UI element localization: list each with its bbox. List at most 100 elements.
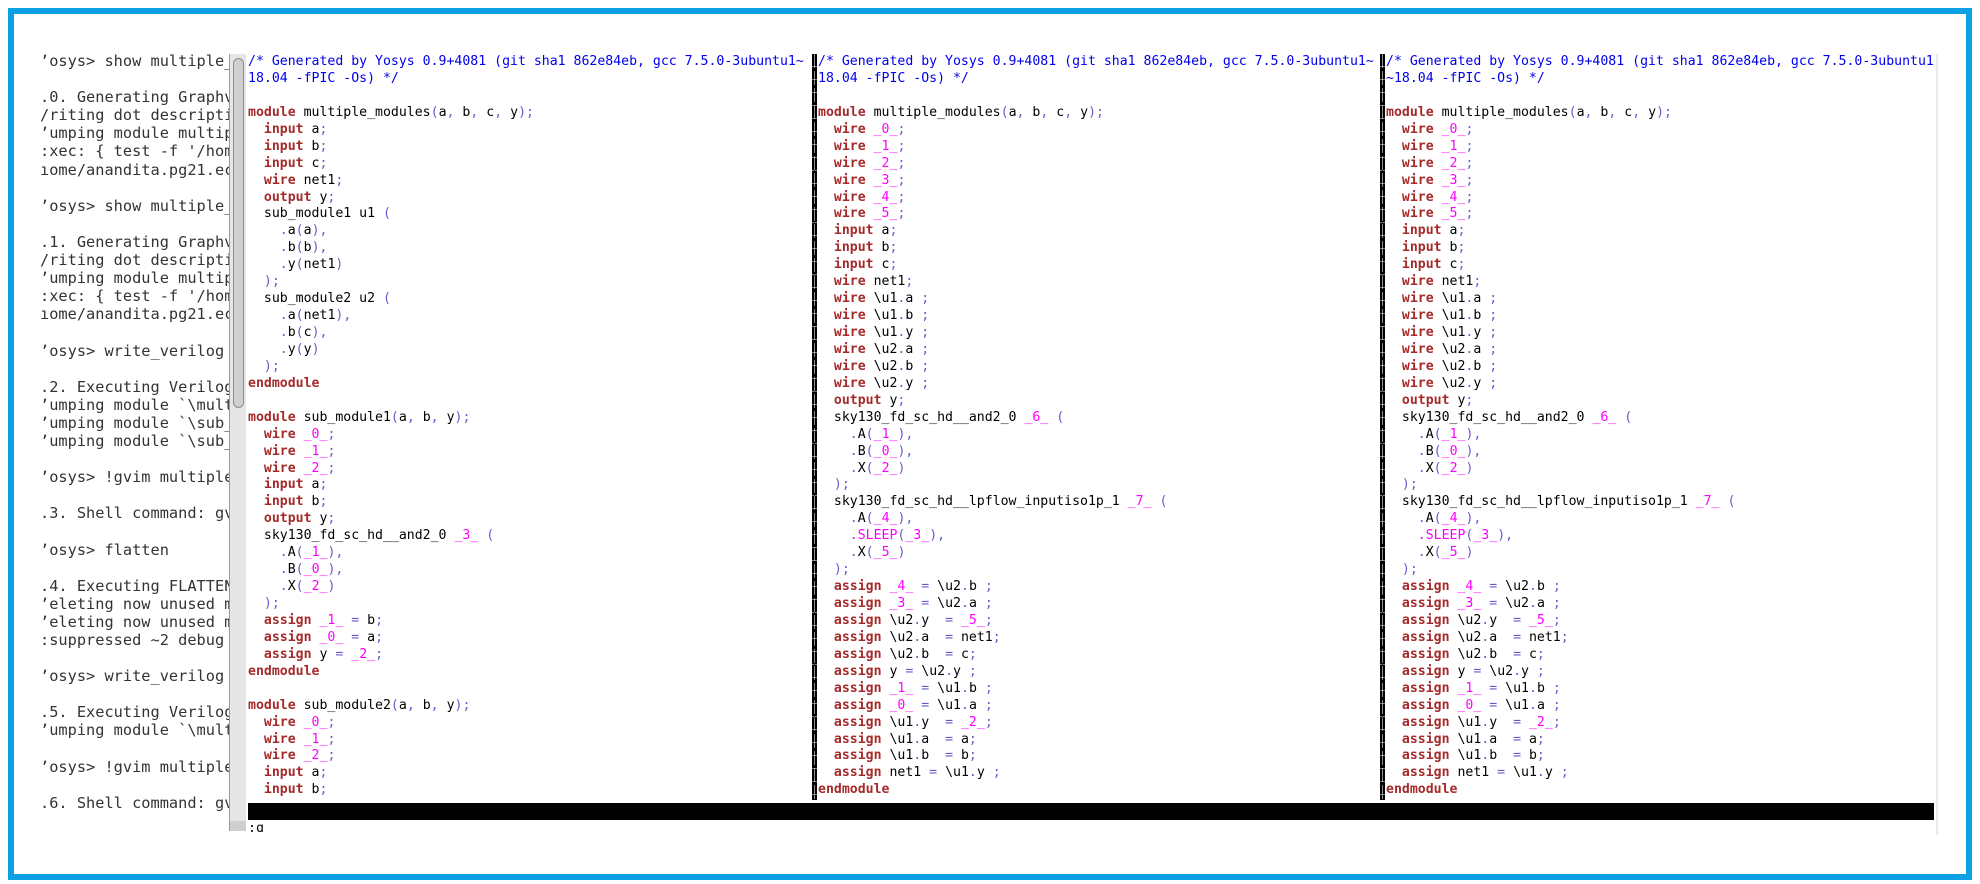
code-text: y: [311, 511, 328, 527]
code-line: .A(_4_),: [818, 511, 1380, 528]
code-text: [1386, 173, 1402, 188]
editor-pane-hier[interactable]: /* Generated by Yosys 0.9+4081 (git sha1…: [248, 54, 812, 800]
punctuation: =: [351, 612, 360, 628]
punctuation: ;: [319, 138, 328, 154]
code-text: [1434, 122, 1442, 137]
punctuation: .: [1481, 612, 1490, 628]
code-line: .X(_5_): [818, 545, 1380, 562]
code-line: assign \u1.b = b;: [1386, 748, 1934, 765]
terminal-line: [40, 323, 240, 341]
code-text: [1386, 732, 1402, 747]
code-text: sub_module2 u2: [248, 291, 383, 307]
code-text: [1386, 477, 1402, 492]
punctuation: =: [921, 579, 930, 595]
code-line: input a;: [1386, 223, 1934, 240]
identifier: _1_: [303, 545, 328, 561]
statusline-pane-flat[interactable]: multiple_modules_flat.v 1,1 All: [814, 803, 1382, 820]
identifier: _3_: [454, 528, 479, 544]
code-text: [248, 765, 264, 780]
terminal-scrollbar-thumb[interactable]: [233, 58, 244, 408]
punctuation: .: [897, 375, 906, 391]
code-text: [953, 715, 961, 730]
punctuation: .: [945, 663, 954, 679]
keyword: endmodule: [818, 782, 890, 798]
punctuation: ;: [1457, 240, 1466, 256]
code-text: [248, 579, 280, 594]
punctuation: =: [1513, 629, 1522, 645]
punctuation: =: [929, 765, 938, 781]
identifier: _2_: [303, 748, 328, 764]
punctuation: ;: [327, 189, 336, 205]
identifier: _1_: [303, 443, 328, 459]
editor-pane-flat-2[interactable]: /* Generated by Yosys 0.9+4081 (git sha1…: [1386, 54, 1934, 800]
terminal-line: ıome/anandita.pg21.ec: [40, 160, 234, 179]
code-text: [248, 647, 264, 662]
code-line: input c;: [818, 257, 1380, 274]
keyword: input: [263, 782, 304, 798]
code-text: [1386, 545, 1418, 560]
code-text: [818, 325, 834, 340]
terminal-line: :xec: { test -f '/hom: [40, 142, 234, 161]
code-text: [818, 376, 834, 391]
keyword: input: [1401, 240, 1442, 256]
code-text: [1386, 596, 1402, 611]
vertical-split-separator[interactable]: [1380, 54, 1385, 800]
editor-pane-flat[interactable]: /* Generated by Yosys 0.9+4081 (git sha1…: [818, 54, 1380, 800]
code-text: [1386, 291, 1402, 306]
code-text: [1386, 342, 1402, 357]
punctuation: (: [1433, 460, 1442, 476]
punctuation: .: [1465, 325, 1474, 340]
code-text: sky130_fd_sc_hd__lpflow_inputiso1p_1: [1386, 494, 1696, 510]
keyword: wire: [263, 731, 296, 747]
vim-command-line[interactable]: :q: [248, 821, 264, 832]
punctuation: (: [390, 409, 399, 425]
code-text: a: [905, 341, 922, 357]
punctuation: =: [1513, 612, 1522, 628]
keyword: assign: [1401, 612, 1450, 628]
code-text: [818, 630, 834, 645]
terminal-line: [40, 812, 240, 830]
identifier: _5_: [1441, 545, 1466, 561]
identifier: _7_: [1127, 494, 1152, 510]
code-line: .a(a),: [248, 223, 812, 240]
code-text: c: [1441, 257, 1458, 273]
code-text: [248, 715, 264, 730]
code-text: b: [287, 325, 296, 340]
gvim-window[interactable]: /* Generated by Yosys 0.9+4081 (git sha1…: [246, 54, 1938, 832]
code-text: [1386, 190, 1402, 205]
identifier: _3_: [905, 528, 930, 544]
code-line: .A(_4_),: [1386, 511, 1934, 528]
terminal-line: ʼeleting now unused m: [40, 594, 234, 613]
code-text: [1521, 715, 1529, 730]
identifier: _5_: [873, 206, 898, 222]
punctuation: ;: [1560, 629, 1569, 645]
statusline-pane-hier[interactable]: multiple_modules_hier.v [RO] 1,1 Top: [248, 803, 814, 820]
yosys-terminal-output[interactable]: ʼosys> show multiple_ .0. Generating Gra…: [40, 52, 240, 832]
code-text: a: [968, 697, 985, 713]
identifier: _5_: [873, 545, 898, 561]
code-text: [248, 630, 264, 645]
punctuation: ): [327, 579, 336, 595]
punctuation: .: [960, 680, 969, 696]
code-text: [866, 190, 874, 205]
punctuation: ;: [1552, 680, 1561, 696]
keyword: input: [833, 223, 874, 239]
code-text: [248, 274, 264, 289]
code-line: .B(_0_),: [248, 562, 812, 579]
punctuation: ,: [1064, 104, 1081, 120]
punctuation: (: [295, 562, 304, 578]
punctuation: ;: [319, 782, 328, 798]
punctuation: ,: [1016, 104, 1033, 120]
code-text: [248, 562, 280, 577]
code-line: assign \u2.b = c;: [1386, 647, 1934, 664]
punctuation: ;: [1489, 308, 1498, 324]
punctuation: (: [295, 545, 304, 561]
code-text: a: [873, 223, 890, 239]
keyword: wire: [1401, 138, 1434, 154]
code-line: .y(y): [248, 342, 812, 359]
code-text: \u2: [881, 646, 914, 662]
vertical-split-separator[interactable]: [812, 54, 817, 800]
terminal-scrollbar[interactable]: [229, 54, 246, 831]
statusline-pane-flat-2[interactable]: multiple_modules_flat.v 23,1 All: [1382, 803, 1934, 820]
code-text: [1386, 427, 1418, 442]
